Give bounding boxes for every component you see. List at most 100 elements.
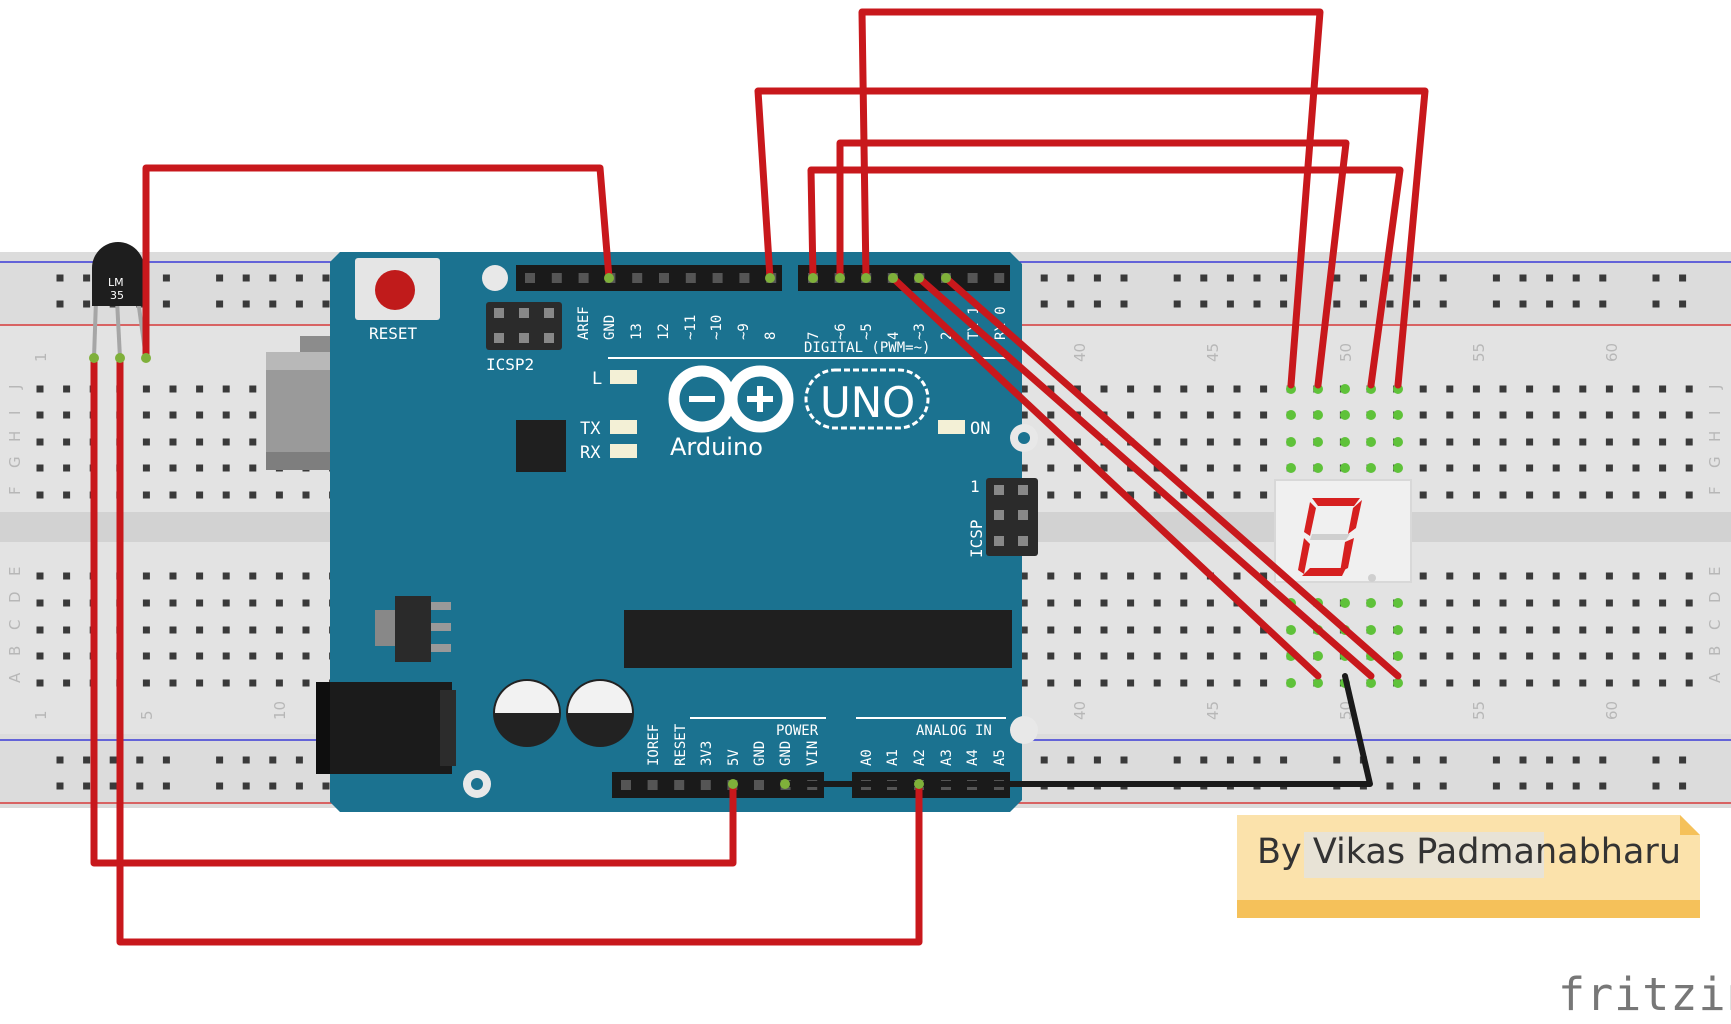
digital-pin-label: 13: [629, 323, 645, 340]
rail-hole: [1679, 300, 1687, 308]
breadboard-hole: [196, 491, 204, 499]
breadboard-hole: [142, 411, 150, 419]
breadboard-hole: [169, 679, 177, 687]
header-socket: [578, 273, 589, 283]
active-hole: [1286, 463, 1296, 473]
rail-hole: [162, 300, 170, 308]
wire-endpoint: [914, 779, 924, 789]
breadboard-hole: [1659, 599, 1667, 607]
breadboard-hole: [249, 411, 257, 419]
breadboard-hole: [1632, 572, 1640, 580]
breadboard-hole: [1605, 652, 1613, 660]
breadboard-hole: [63, 626, 71, 634]
breadboard-hole: [1605, 411, 1613, 419]
icsp2-label: ICSP2: [486, 355, 534, 374]
header-socket: [659, 273, 669, 283]
breadboard-hole: [1685, 491, 1693, 499]
rail-hole: [1173, 300, 1181, 308]
analog-pin-label: A3: [939, 749, 955, 766]
breadboard-hole: [222, 411, 230, 419]
active-hole: [1340, 463, 1350, 473]
breadboard-hole: [249, 679, 257, 687]
header-socket: [525, 273, 535, 283]
breadboard-hole: [1552, 491, 1560, 499]
breadboard-hole: [222, 572, 230, 580]
breadboard-hole: [169, 572, 177, 580]
reset-button[interactable]: [375, 270, 415, 310]
rail-hole: [1652, 274, 1660, 282]
rail-hole: [1333, 300, 1341, 308]
rail-hole: [242, 782, 250, 790]
breadboard-hole: [249, 464, 257, 472]
active-hole: [1393, 410, 1403, 420]
rail-hole: [1546, 756, 1554, 764]
digital-pin-label: ~3: [912, 323, 928, 340]
capacitor-top: [495, 681, 559, 713]
active-hole: [1393, 463, 1403, 473]
rail-hole: [1280, 274, 1288, 282]
breadboard-hole: [1632, 438, 1640, 446]
breadboard-hole: [1605, 679, 1613, 687]
breadboard-hole: [1047, 411, 1055, 419]
rail-hole: [56, 274, 64, 282]
display-digit: [1298, 498, 1376, 582]
active-hole: [1366, 598, 1376, 608]
active-hole: [1366, 625, 1376, 635]
active-hole: [1366, 410, 1376, 420]
breadboard-hole: [1020, 679, 1028, 687]
wire-endpoint: [780, 779, 790, 789]
note-bar: [1237, 900, 1700, 918]
breadboard-hole: [1499, 679, 1507, 687]
breadboard-hole: [1020, 626, 1028, 634]
logo-minus: [689, 396, 715, 402]
header-pin: [544, 333, 554, 343]
wire-endpoint: [604, 273, 614, 283]
rail-hole: [242, 756, 250, 764]
note-highlight: [1304, 832, 1544, 878]
breadboard-hole: [1020, 385, 1028, 393]
digital-pin-label: 4: [886, 332, 902, 340]
breadboard-hole: [1073, 679, 1081, 687]
breadboard-hole: [1526, 438, 1534, 446]
sensor-label-top: LM: [108, 276, 124, 289]
breadboard-hole: [1260, 599, 1268, 607]
breadboard-hole: [1526, 385, 1534, 393]
power-pin-label: GND: [778, 741, 794, 766]
row-letter: G: [6, 456, 24, 468]
breadboard-hole: [1472, 411, 1480, 419]
breadboard-hole: [1419, 626, 1427, 634]
rail-hole: [1093, 274, 1101, 282]
breadboard-hole: [1632, 652, 1640, 660]
rail-hole: [1120, 300, 1128, 308]
rail-hole: [1253, 300, 1261, 308]
breadboard-hole: [1260, 679, 1268, 687]
column-number: 60: [1603, 343, 1621, 362]
breadboard-hole: [1605, 385, 1613, 393]
rail-hole: [1386, 756, 1394, 764]
breadboard-hole: [142, 652, 150, 660]
rail-hole: [1226, 300, 1234, 308]
breadboard-hole: [142, 438, 150, 446]
column-number: 50: [1337, 343, 1355, 362]
header-socket: [712, 273, 723, 283]
breadboard-hole: [1472, 464, 1480, 472]
header-pin: [1018, 485, 1028, 495]
rail-hole: [269, 274, 277, 282]
breadboard-hole: [249, 652, 257, 660]
breadboard-hole: [196, 385, 204, 393]
rail-hole: [83, 300, 91, 308]
breadboard-hole: [63, 411, 71, 419]
icsp-pin1-label: 1: [970, 477, 980, 496]
breadboard-hole: [1180, 572, 1188, 580]
rail-hole: [1492, 756, 1500, 764]
rail-hole: [1067, 274, 1075, 282]
rail-hole: [269, 782, 277, 790]
breadboard-hole: [222, 464, 230, 472]
breadboard-hole: [1047, 599, 1055, 607]
breadboard-hole: [1047, 385, 1055, 393]
author-note-text: By Vikas Padmanabharu: [1257, 832, 1681, 872]
breadboard-hole: [63, 652, 71, 660]
wire-pin5: [858, 8, 1324, 389]
breadboard-hole: [275, 652, 283, 660]
rail-hole: [322, 782, 330, 790]
